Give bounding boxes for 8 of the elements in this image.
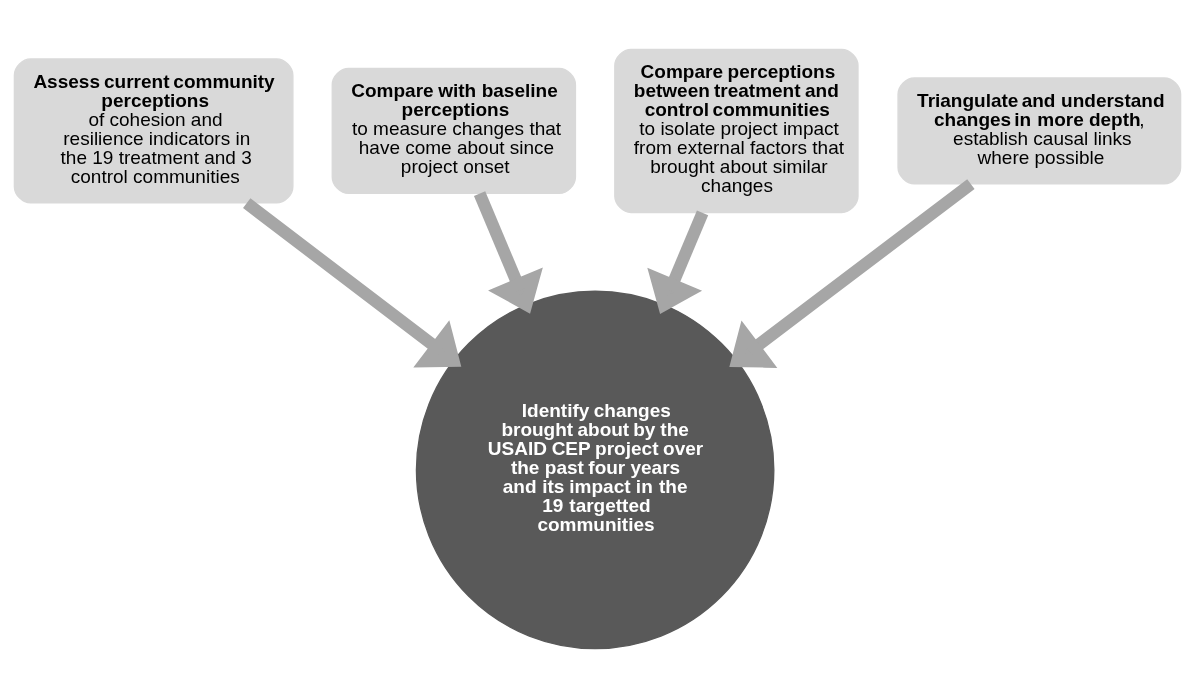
node-box: Assess current community perceptions of cohesion and resilience indicators in the 19 treatment and 3 control communities	[13, 58, 294, 204]
node-box: Compare with baseline perceptions to measure changes that have come about since project onset	[331, 67, 577, 195]
node-box: Compare perceptions between treatment and control communities to isolate project impact from external factors that brought about similar changes	[614, 48, 859, 214]
arrow	[243, 198, 462, 368]
arrow	[729, 179, 975, 368]
node-box: Triangulate and understand changes in more depth, establish causal links where possible	[897, 77, 1182, 185]
arrow	[473, 191, 543, 314]
arrow	[647, 210, 709, 314]
